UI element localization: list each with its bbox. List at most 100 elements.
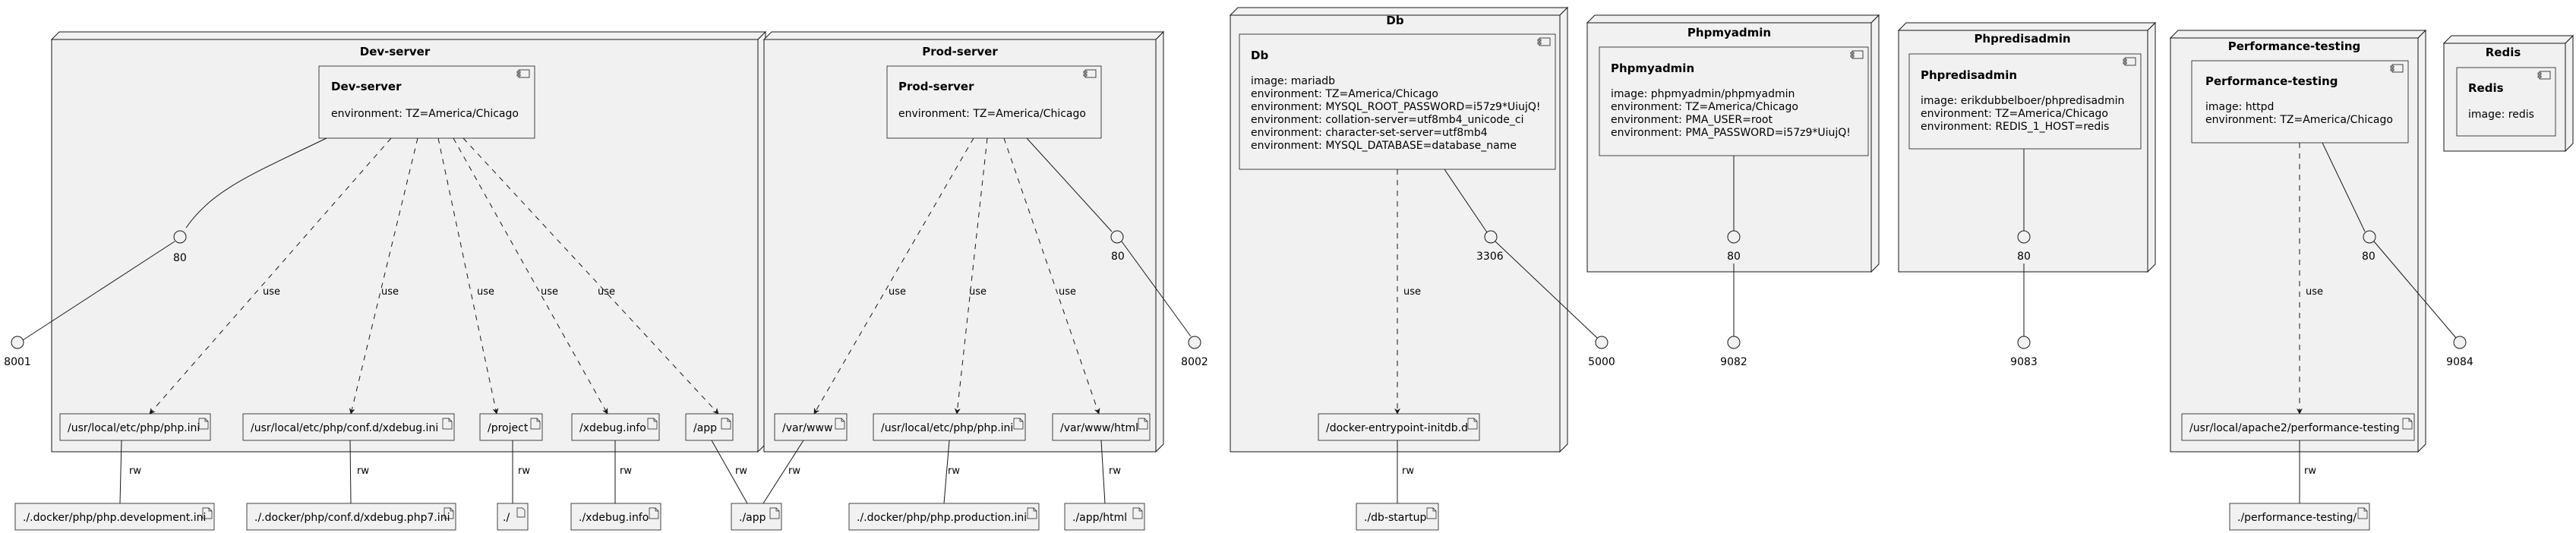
component-line: environment: REDIS_1_HOST=redis: [1921, 121, 2109, 133]
rw-label: rw: [735, 465, 747, 477]
source-app[interactable]: ./app: [731, 503, 782, 531]
source-php-development-ini[interactable]: ./.docker/php/php.development.ini: [14, 503, 215, 531]
host-port-edge: [2373, 241, 2457, 339]
port-circle[interactable]: [1484, 230, 1498, 244]
source-performance-testing[interactable]: ./performance-testing/: [2229, 503, 2370, 531]
host-port-circle[interactable]: [2453, 336, 2467, 349]
file-icon: [835, 418, 845, 430]
component-title: Phpredisadmin: [1921, 68, 2017, 82]
component-line: environment: TZ=America/Chicago: [1251, 88, 1438, 100]
rw-edge: [711, 440, 748, 504]
artifact-app[interactable]: /app: [685, 413, 734, 441]
port-circle[interactable]: [173, 230, 187, 244]
host-port-circle[interactable]: [1727, 336, 1741, 349]
artifact-label: /usr/local/etc/php/php.ini: [881, 422, 1013, 434]
artifact-apache-performance-testing[interactable]: /usr/local/apache2/performance-testing: [2181, 413, 2415, 441]
file-icon: [721, 418, 731, 430]
rw-edge: [762, 440, 804, 504]
host-port-circle[interactable]: [2017, 336, 2031, 349]
artifact-php-ini[interactable]: /usr/local/etc/php/php.ini: [59, 413, 211, 441]
host-port-edge: [1121, 241, 1192, 337]
port-circle[interactable]: [1110, 230, 1124, 244]
component-db[interactable]: Db image: mariadb environment: TZ=Americ…: [1239, 33, 1556, 170]
source-xdebug-php7-ini[interactable]: ./.docker/php/conf.d/xdebug.php7.ini: [246, 503, 456, 531]
file-icon: [202, 507, 213, 519]
source-label: ./: [503, 512, 510, 524]
component-icon: [2537, 71, 2551, 80]
host-port-circle[interactable]: [1595, 336, 1608, 349]
rw-label: rw: [357, 465, 369, 477]
component-env-line: environment: TZ=America/Chicago: [331, 108, 519, 120]
component-prod-server[interactable]: Prod-server environment: TZ=America/Chic…: [886, 65, 1102, 139]
artifact-xdebug-info[interactable]: /xdebug.info: [571, 413, 660, 441]
artifact-docker-entrypoint-initdb[interactable]: /docker-entrypoint-initdb.d: [1318, 413, 1480, 441]
node-title: Phpmyadmin: [1687, 26, 1771, 39]
rw-label: rw: [1402, 465, 1414, 477]
component-icon: [1537, 37, 1551, 46]
source-root[interactable]: ./: [497, 503, 529, 531]
artifact-var-www[interactable]: /var/www: [774, 413, 848, 441]
port-label: 80: [1727, 251, 1741, 263]
file-icon: [530, 418, 541, 430]
use-label: use: [598, 286, 615, 298]
port-edge: [2322, 142, 2366, 232]
port-label: 80: [173, 252, 187, 264]
artifact-php-ini-prod[interactable]: /usr/local/etc/php/php.ini: [873, 413, 1026, 441]
file-icon: [1426, 507, 1437, 519]
component-phpmyadmin[interactable]: Phpmyadmin image: phpmyadmin/phpmyadmin …: [1599, 46, 1869, 156]
source-db-startup[interactable]: ./db-startup: [1356, 503, 1439, 531]
component-performance-testing[interactable]: Performance-testing image: httpd environ…: [2191, 60, 2409, 144]
component-title: Redis: [2468, 81, 2504, 95]
port-label: 80: [2017, 251, 2031, 263]
node-title: Prod-server: [922, 45, 998, 58]
component-line: environment: MYSQL_DATABASE=database_nam…: [1251, 140, 1517, 152]
port-circle[interactable]: [1727, 230, 1741, 244]
component-phpredisadmin[interactable]: Phpredisadmin image: erikdubbelboer/phpr…: [1908, 53, 2142, 150]
component-dev-server[interactable]: Dev-server environment: TZ=America/Chica…: [318, 65, 535, 139]
source-label: ./.docker/php/conf.d/xdebug.php7.ini: [254, 512, 450, 524]
artifact-label: /usr/local/etc/php/conf.d/xdebug.ini: [251, 422, 438, 434]
component-line: environment: MYSQL_ROOT_PASSWORD=i57z9*U…: [1251, 101, 1540, 113]
host-port-circle[interactable]: [1188, 336, 1201, 349]
source-label: ./.docker/php/php.production.ini: [857, 512, 1027, 524]
host-port-label: 8001: [4, 356, 31, 368]
port-circle[interactable]: [2017, 230, 2031, 244]
use-label: use: [2306, 286, 2323, 298]
artifact-label: /var/www: [782, 422, 832, 434]
host-port-edge: [22, 241, 175, 341]
source-php-production-ini[interactable]: ./.docker/php/php.production.ini: [848, 503, 1040, 531]
file-icon: [769, 507, 780, 519]
component-icon: [2390, 64, 2404, 73]
host-port-label: 9082: [1720, 356, 1747, 368]
component-line: environment: TZ=America/Chicago: [1611, 101, 1798, 113]
file-icon: [2357, 507, 2368, 519]
use-label: use: [381, 286, 399, 298]
rw-label: rw: [788, 465, 800, 477]
component-line: environment: TZ=America/Chicago: [1921, 108, 2108, 120]
source-label: ./app: [739, 512, 766, 524]
artifact-xdebug-ini[interactable]: /usr/local/etc/php/conf.d/xdebug.ini: [242, 413, 455, 441]
source-app-html[interactable]: ./app/html: [1064, 503, 1145, 531]
component-line: environment: PMA_PASSWORD=i57z9*UiujQ!: [1611, 127, 1851, 139]
component-icon: [516, 69, 530, 78]
port-circle[interactable]: [2363, 230, 2376, 244]
artifact-label: /usr/local/etc/php/php.ini: [68, 422, 200, 434]
use-label: use: [263, 286, 280, 298]
use-edge: [462, 137, 719, 415]
host-port-circle[interactable]: [11, 336, 24, 349]
component-title: Phpmyadmin: [1611, 62, 1694, 75]
use-edge: [149, 137, 392, 415]
artifact-label: /xdebug.info: [579, 422, 646, 434]
source-label: ./xdebug.info: [579, 512, 649, 524]
component-title: Db: [1251, 49, 1268, 62]
file-icon: [1132, 507, 1143, 519]
artifact-project[interactable]: /project: [479, 413, 543, 441]
port-label: 3306: [1476, 251, 1504, 263]
node-title: Redis: [2486, 46, 2521, 59]
source-xdebug-info[interactable]: ./xdebug.info: [570, 503, 661, 531]
rw-edge: [943, 440, 950, 504]
source-label: ./db-startup: [1364, 512, 1426, 524]
component-redis[interactable]: Redis image: redis: [2456, 67, 2556, 137]
artifact-var-www-html[interactable]: /var/www/html: [1052, 413, 1151, 441]
